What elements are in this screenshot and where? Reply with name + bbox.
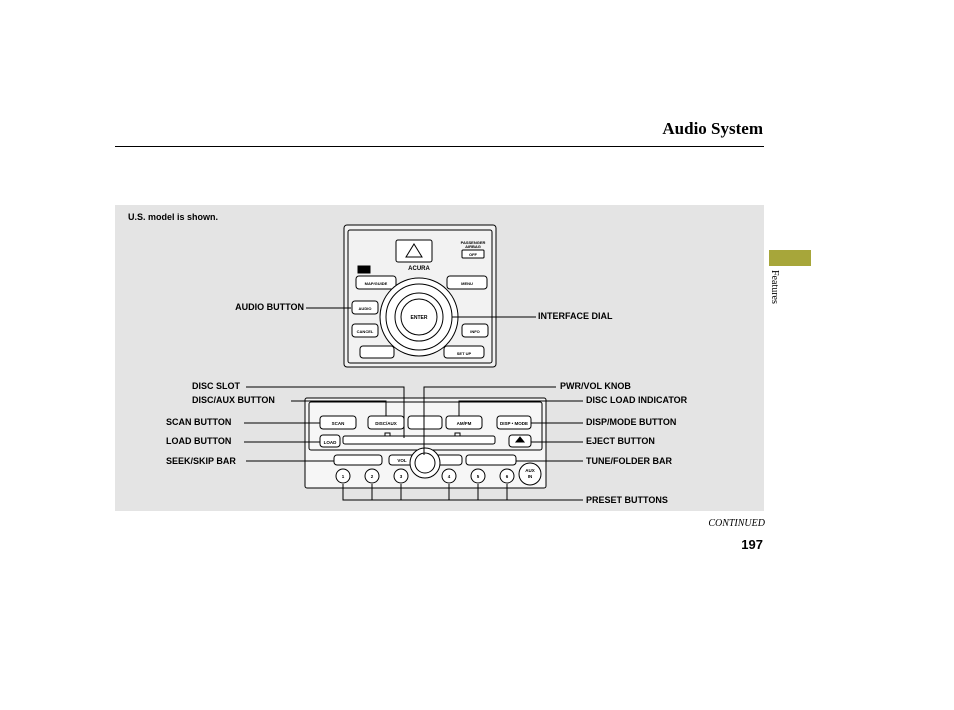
preset-1-label: 1 [342, 474, 345, 479]
vol-label: VOL [397, 458, 407, 463]
scan-label: SCAN [332, 421, 345, 426]
cancel-label: CANCEL [357, 329, 374, 334]
preset-5-label: 5 [477, 474, 480, 479]
upper-unit-text: ACURA PASSENGER AIRBAG OFF MAP/GUIDE MEN… [357, 240, 486, 356]
aux-in-label: IN [528, 474, 533, 479]
title-rule [115, 146, 764, 147]
airbag-off-label: OFF [469, 252, 478, 257]
callout-disc-load-indicator: DISC LOAD INDICATOR [586, 395, 688, 405]
lower-unit [304, 397, 547, 489]
section-tab [769, 250, 811, 266]
map-guide-label: MAP/GUIDE [365, 281, 388, 286]
disp-mode-label: DISP • MODE [500, 421, 528, 426]
menu-label: MENU [461, 281, 473, 286]
callout-load-button: LOAD BUTTON [166, 436, 232, 446]
airbag-label-1: PASSENGER [461, 240, 486, 245]
continued-note: CONTINUED [708, 518, 765, 529]
page-number: 197 [741, 537, 763, 552]
callout-seek-skip-bar: SEEK/SKIP BAR [166, 456, 236, 466]
preset-buttons [335, 468, 515, 484]
disc-aux-label: DISC/AUX [375, 421, 397, 426]
lower-unit-text: SCAN DISC/AUX AM/FM DISP • MODE LOAD VOL… [324, 421, 535, 479]
setup-label: SET UP [457, 351, 472, 356]
enter-label: ENTER [411, 315, 428, 321]
callout-eject-button: EJECT BUTTON [586, 436, 655, 446]
am-fm-label: AM/FM [457, 421, 472, 426]
figure-note: U.S. model is shown. [128, 212, 219, 222]
brand-label: ACURA [408, 266, 430, 272]
callout-pwr-vol-knob: PWR/VOL KNOB [560, 381, 631, 391]
callout-lines [244, 307, 583, 501]
callout-tune-folder-bar: TUNE/FOLDER BAR [586, 456, 672, 466]
audio-label: AUDIO [359, 306, 372, 311]
page-title: Audio System [662, 119, 763, 138]
callout-disp-mode-button: DISP/MODE BUTTON [586, 417, 677, 427]
upper-unit [343, 224, 497, 368]
load-label: LOAD [324, 440, 337, 445]
preset-3-label: 3 [400, 474, 403, 479]
preset-4-label: 4 [448, 474, 451, 479]
callout-audio-button: AUDIO BUTTON [235, 302, 304, 312]
preset-6-label: 6 [506, 474, 509, 479]
callout-preset-buttons: PRESET BUTTONS [586, 495, 668, 505]
info-label: INFO [470, 329, 480, 334]
callout-disc-aux-button: DISC/AUX BUTTON [192, 395, 275, 405]
callout-disc-slot: DISC SLOT [192, 381, 241, 391]
callout-interface-dial: INTERFACE DIAL [538, 311, 613, 321]
airbag-label-2: AIRBAG [465, 244, 481, 249]
callout-scan-button: SCAN BUTTON [166, 417, 232, 427]
aux-label: AUX [525, 468, 535, 473]
preset-2-label: 2 [371, 474, 374, 479]
